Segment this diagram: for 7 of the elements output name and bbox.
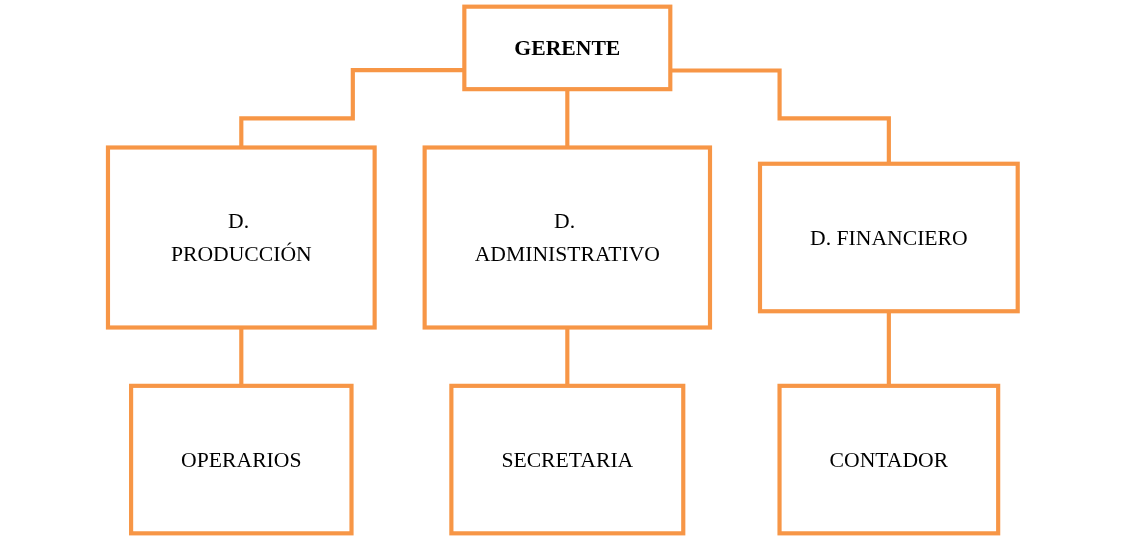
node-box: CONTADOR [777,383,1001,536]
node-box: D. PRODUCCIÓN [106,145,377,330]
node-box: GERENTE [462,4,673,92]
node-box: SECRETARIA [449,383,686,536]
node-box: D. ADMINISTRATIVO [422,145,713,330]
node-box: D. FINANCIERO [758,161,1020,314]
node-box: OPERARIOS [129,383,354,536]
